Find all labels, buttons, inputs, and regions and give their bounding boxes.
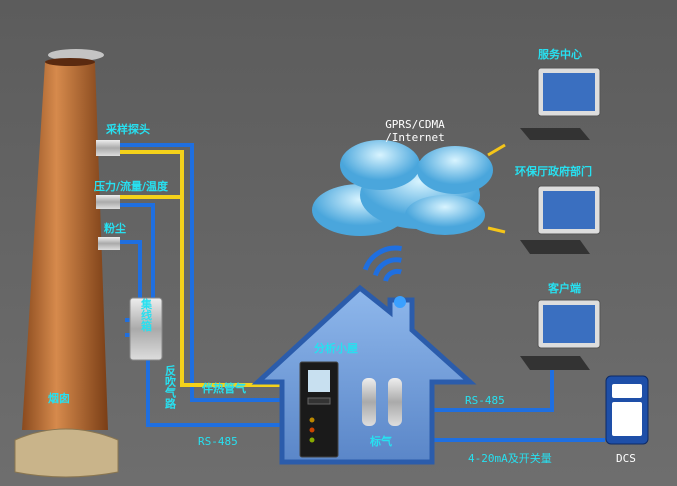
sensor-dust: [98, 237, 120, 250]
junction-box: 集线箱: [129, 297, 163, 361]
cal-gas-label: 标气: [369, 434, 392, 448]
backflush-label: 反吹气路: [164, 364, 178, 410]
analyzer-cabinet: [299, 361, 339, 458]
arrow-icon: [487, 226, 506, 234]
dcs-label: DCS: [616, 452, 636, 465]
client-label: 客户端: [547, 281, 581, 295]
pressure-flow-temp-label: 压力/流量/温度: [94, 179, 169, 193]
service-center-label: 服务中心: [538, 47, 582, 61]
network-label-1: GPRS/CDMA: [385, 118, 445, 131]
dust-label: 粉尘: [104, 221, 126, 235]
junction-box-label: 集线箱: [140, 297, 154, 332]
network-label-2: /Internet: [385, 131, 445, 144]
rs485-right-label: RS-485: [465, 394, 505, 407]
sampling-probe-label: 采样探头: [105, 122, 150, 136]
dcs-unit: DCS: [605, 375, 649, 465]
gas-cylinders: [362, 378, 402, 426]
arrow-icon: [487, 143, 506, 157]
chimney-label: 烟囱: [48, 391, 70, 405]
heat-trace-label: 伴热管气: [201, 381, 246, 395]
analysis-house-label: 分析小屋: [314, 341, 358, 355]
epa-government-label: 环保厅政府部门: [515, 164, 592, 178]
computer-client[interactable]: 客户端: [520, 281, 601, 370]
computer-epa-government[interactable]: 环保厅政府部门: [515, 164, 601, 254]
pipes: [118, 143, 605, 442]
sensor-pressure-flow-temp: [96, 195, 120, 209]
chimney: 烟囱: [14, 49, 119, 478]
sensor-sampling-probe: [96, 140, 120, 156]
analog-io-label: 4-20mA及开关量: [468, 451, 552, 465]
analysis-house: 分析小屋 标气: [251, 245, 477, 465]
computer-service-center[interactable]: 服务中心: [520, 47, 601, 140]
cloud-network: GPRS/CDMA /Internet: [312, 118, 493, 236]
rs485-left-label: RS-485: [198, 435, 238, 448]
